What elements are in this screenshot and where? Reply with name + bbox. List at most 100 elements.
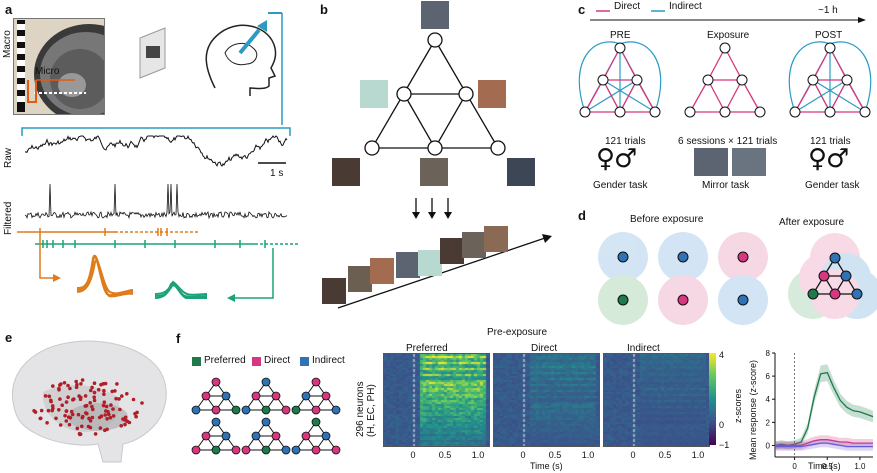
after-title: After exposure: [779, 217, 845, 228]
micro-label: Micro: [35, 66, 60, 77]
recording-site: [76, 412, 81, 417]
recording-site: [90, 385, 94, 390]
recording-site: [51, 384, 55, 388]
recording-site: [115, 382, 119, 386]
pre-task: Gender task: [593, 180, 648, 191]
y-tick-label: 6: [766, 372, 771, 381]
recording-site: [75, 382, 79, 387]
recording-site: [69, 409, 74, 414]
scale-bar: [258, 162, 286, 164]
gender-symbols-pre: ♀♂: [596, 144, 637, 174]
recording-site: [96, 387, 101, 392]
post-task: Gender task: [805, 180, 860, 191]
recording-site: [39, 408, 44, 413]
panel-label-c: c: [578, 2, 586, 17]
recording-site: [92, 381, 97, 385]
legend-direct-f: Direct: [264, 355, 291, 366]
raw-trace: [24, 134, 288, 167]
recording-site: [83, 394, 88, 398]
exposure-task: Mirror task: [702, 180, 750, 191]
y-tick-label: 2: [766, 418, 771, 427]
y-tick-label: 4: [766, 395, 771, 404]
head-outline-icon: [205, 20, 277, 96]
recording-site: [105, 417, 109, 421]
legend-direct: Direct: [614, 1, 641, 12]
panel-label-e: e: [5, 330, 13, 345]
heatmap-xticks: 0 0.5 1.0 0 0.5 1.0 0 0.5 1.0: [410, 450, 704, 460]
recording-site: [109, 403, 113, 407]
recording-site: [90, 415, 95, 420]
recording-site: [84, 411, 88, 415]
recording-site: [62, 381, 67, 385]
triangle-network: [322, 1, 552, 309]
legend-direct-swatch: [252, 357, 261, 366]
panel-label-f: f: [176, 331, 181, 346]
recording-site: [101, 403, 106, 408]
recording-site: [80, 424, 84, 429]
recording-site: [88, 419, 93, 423]
legend-indirect-f: Indirect: [312, 355, 345, 366]
x-tick-label: 0.5: [822, 462, 834, 471]
colorbar-label: z-scores: [733, 388, 743, 423]
recording-site: [123, 422, 127, 427]
recording-site: [140, 401, 144, 405]
recording-site: [47, 394, 52, 399]
recording-site: [88, 401, 92, 405]
colorbar-tick-neg1: −1: [719, 440, 730, 450]
recording-site: [102, 400, 107, 404]
series-2-band: [775, 439, 873, 451]
recording-site: [135, 410, 139, 415]
recording-site: [57, 386, 61, 391]
post-title: POST: [815, 30, 843, 41]
exposure-circles: [598, 232, 877, 325]
scale-label: 1 s: [270, 168, 284, 179]
heatmap-indirect: [603, 353, 710, 447]
recording-site: [120, 394, 124, 398]
recording-site: [104, 409, 108, 413]
recording-site: [70, 412, 75, 417]
panel-label-b: b: [320, 2, 328, 17]
recording-site: [99, 382, 103, 387]
stimulus-screen: [139, 27, 166, 79]
recording-site: [88, 425, 93, 430]
recording-site: [103, 413, 107, 417]
legend-preferred: Preferred: [204, 355, 246, 366]
svg-text:0.5: 0.5: [659, 450, 672, 460]
recording-site: [131, 397, 136, 402]
svg-text:0: 0: [520, 450, 525, 460]
network-graphs: [578, 41, 872, 118]
time-arrow: [590, 17, 866, 23]
hm-title-preferred: Preferred: [406, 343, 448, 354]
y-tick-label: 0: [766, 441, 771, 450]
panel-label-a: a: [5, 2, 13, 17]
hm-title-direct: Direct: [531, 343, 558, 354]
heatmap-preferred: [383, 353, 490, 447]
svg-text:1.0: 1.0: [582, 450, 595, 460]
svg-text:0: 0: [630, 450, 635, 460]
svg-text:0.5: 0.5: [439, 450, 452, 460]
recording-site: [46, 408, 51, 413]
recording-site: [92, 395, 96, 399]
recording-site: [45, 421, 49, 425]
recording-site: [98, 426, 103, 430]
recording-site: [91, 407, 95, 412]
spike-rasters: [17, 228, 300, 302]
svg-text:0: 0: [410, 450, 415, 460]
direct-legend-line: [596, 10, 610, 12]
panel-label-d: d: [578, 208, 586, 223]
amplifier-icon: [268, 12, 283, 125]
recording-site: [63, 413, 67, 418]
pre-title: PRE: [610, 30, 631, 41]
x-tick-label: 1.0: [854, 462, 866, 471]
exposure-trials: 6 sessions × 121 trials: [678, 136, 778, 147]
recording-site: [111, 414, 116, 418]
recording-site: [49, 399, 53, 404]
recording-site: [134, 414, 138, 419]
heatmap-direct: [493, 353, 600, 447]
time-label: ~1 h: [818, 5, 838, 16]
before-title: Before exposure: [630, 214, 704, 225]
recording-site: [64, 400, 69, 404]
mirror-face-1: [694, 148, 728, 176]
recording-site: [66, 415, 71, 419]
